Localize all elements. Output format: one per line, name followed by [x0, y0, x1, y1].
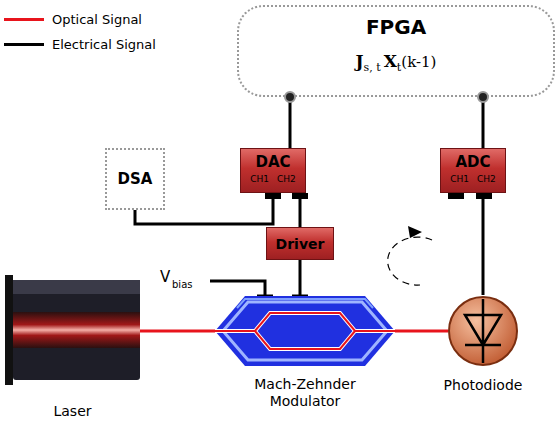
formula-symbol: J [356, 51, 364, 71]
node-title: DSA [118, 170, 153, 188]
device-label: Photodiode [444, 377, 523, 394]
electrical-connector [299, 199, 302, 227]
dac-box: DAC CH1 CH2 [240, 148, 306, 193]
formula-subscript: s, t [364, 61, 381, 74]
dsa-box: DSA [105, 148, 165, 210]
channel-label: CH1 [450, 174, 469, 184]
node-title: DAC [255, 153, 290, 171]
laser: Laser [5, 275, 140, 385]
formula-subscript: t [397, 61, 401, 74]
legend-text: Electrical Signal [52, 37, 156, 52]
loop-arrowhead [408, 226, 422, 238]
bias-voltage-label: V [160, 268, 170, 286]
dac-ch2-jack [292, 193, 308, 199]
adc-ch1-jack [448, 193, 464, 199]
electrical-connector [482, 97, 485, 148]
node-title: Driver [276, 236, 325, 252]
legend-swatch [4, 43, 44, 46]
adc-ch2-jack [476, 193, 492, 199]
optical-connector [140, 330, 215, 333]
legend-entry: Electrical Signal [4, 37, 156, 52]
channel-label: CH2 [277, 174, 296, 184]
electrical-connector [482, 199, 485, 295]
laser-shape [5, 275, 140, 385]
bias-voltage-subscript: bias [172, 279, 192, 290]
device-label: Mach-Zehnder Modulator [240, 376, 370, 410]
photodiode-shape [447, 295, 519, 367]
mzm-modulator: Mach-Zehnder Modulator [215, 296, 395, 366]
mzm-modulator-shape [215, 296, 395, 366]
dac-ch1-jack [265, 193, 281, 199]
channel-label: CH1 [250, 174, 269, 184]
text-row: CH1 CH2 [250, 174, 296, 184]
fpga-box: FPGAJs, tXt(k-1) [237, 5, 555, 97]
bias-wire [210, 281, 265, 296]
node-title: ADC [455, 153, 490, 171]
fpga-port [478, 92, 488, 102]
adc-box: ADC CH1 CH2 [440, 148, 506, 193]
channel-label: CH2 [477, 174, 496, 184]
formula-argument: (k-1) [401, 53, 436, 71]
driver-box: Driver [266, 227, 334, 260]
text-row: CH1 CH2 [450, 174, 496, 184]
fpga-port [285, 92, 295, 102]
electrical-connector [299, 260, 302, 296]
device-label: Laser [53, 403, 91, 420]
legend-entry: Optical Signal [4, 12, 142, 27]
formula-symbol: X [384, 51, 397, 71]
legend-swatch [4, 18, 44, 21]
legend-text: Optical Signal [52, 12, 142, 27]
optical-connector [395, 330, 448, 333]
node-title: FPGA [366, 15, 426, 39]
text-row: Js, tXt(k-1) [353, 51, 440, 71]
electrical-connector [289, 97, 292, 148]
loop-arrow [388, 237, 432, 285]
photodiode: Photodiode [447, 295, 519, 367]
